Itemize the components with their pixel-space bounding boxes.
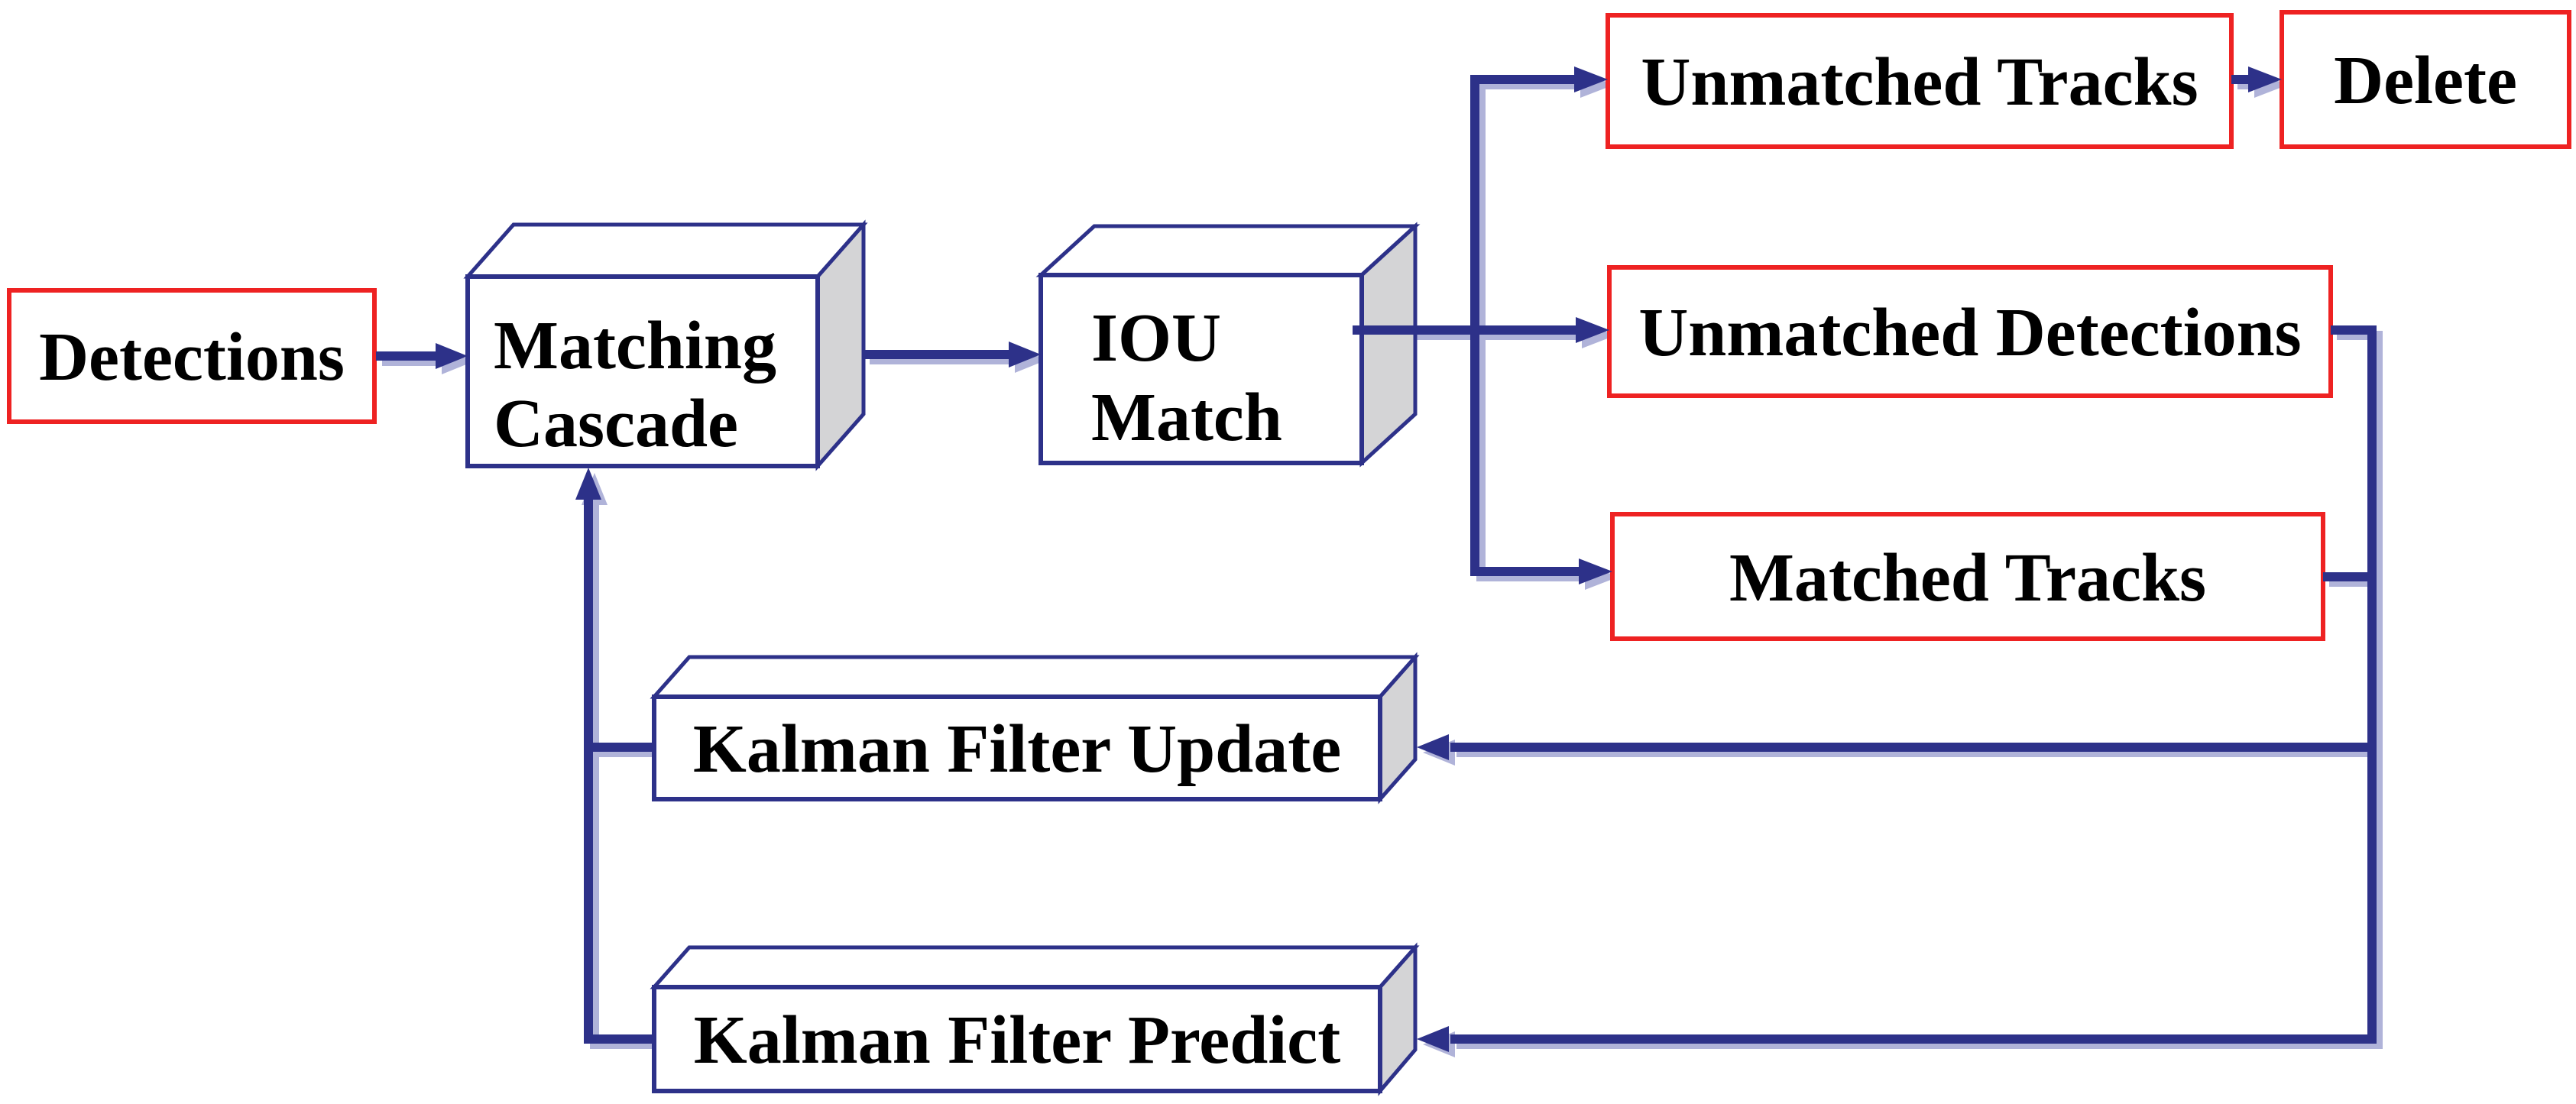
edge-kalman-filters-to-matching-cascade — [575, 468, 654, 1044]
node-matching-cascade: Matching Cascade — [463, 219, 868, 471]
node-unmatched-detections: Unmatched Detections — [1607, 265, 2333, 398]
arrowhead-kalman-filter-update-in — [1417, 734, 1449, 760]
iou-output-branches — [1470, 75, 1579, 576]
node-kalman-filter-predict: Kalman Filter Predict — [650, 942, 1420, 1096]
arrowhead-iou-match-in — [1009, 342, 1041, 367]
kalman-filter-predict-front-face — [652, 985, 1382, 1093]
arrowhead-kalman-filter-predict-in — [1417, 1026, 1449, 1052]
node-kalman-filter-update: Kalman Filter Update — [650, 652, 1420, 805]
arrowhead-matching-cascade-bottom-in — [575, 468, 601, 500]
kalman-filter-predict-top-face — [650, 945, 1420, 989]
kalman-filter-update-label: Kalman Filter Update — [693, 711, 1341, 787]
delete-label: Delete — [2334, 43, 2517, 118]
iou-match-label-line2: Match — [1091, 380, 1282, 455]
kalman-filter-update-front-face — [652, 694, 1382, 801]
iou-match-label-line1: IOU — [1091, 300, 1221, 376]
delete-box — [2280, 10, 2571, 149]
node-matched-tracks: Matched Tracks — [1610, 512, 2325, 641]
left-feedback-rail — [584, 498, 654, 1044]
kalman-filter-update-top-face — [650, 655, 1420, 699]
arrowhead-unmatched-detections-in — [1576, 317, 1609, 343]
kalman-filter-predict-label: Kalman Filter Predict — [694, 1002, 1341, 1078]
arrowhead-matching-cascade-in — [436, 343, 468, 369]
detections-box — [7, 288, 377, 424]
edge-outputs-to-kalman-filters — [1417, 325, 2377, 1052]
iou-match-front-face — [1039, 273, 1364, 465]
unmatched-detections-label: Unmatched Detections — [1638, 295, 2301, 371]
arrowhead-unmatched-tracks-in — [1574, 66, 1608, 92]
node-iou-match: IOU Match — [1035, 222, 1421, 468]
edge-iou-match-split — [1353, 66, 1612, 584]
detections-label: Detections — [39, 319, 345, 395]
node-unmatched-tracks: Unmatched Tracks — [1606, 13, 2234, 149]
arrowhead-matched-tracks-in — [1579, 558, 1612, 584]
iou-match-top-face — [1035, 224, 1421, 277]
matching-cascade-label-line1: Matching — [494, 308, 776, 384]
arrowhead-delete-in — [2248, 66, 2282, 92]
edge-unmatched-tracks-to-delete — [2231, 66, 2282, 92]
matching-cascade-front-face — [465, 274, 820, 468]
node-delete: Delete — [2280, 10, 2571, 149]
right-return-rail — [1450, 325, 2377, 1044]
matched-tracks-label: Matched Tracks — [1729, 540, 2206, 616]
edge-matching-cascade-to-iou-match — [864, 342, 1041, 367]
matched-tracks-box — [1610, 512, 2325, 641]
matching-cascade-top-face — [463, 222, 868, 279]
node-detections: Detections — [7, 288, 377, 424]
unmatched-tracks-label: Unmatched Tracks — [1641, 44, 2198, 120]
matching-cascade-label-line2: Cascade — [494, 386, 738, 461]
edge-detections-to-matching-cascade — [376, 343, 468, 369]
unmatched-tracks-box — [1606, 13, 2234, 149]
